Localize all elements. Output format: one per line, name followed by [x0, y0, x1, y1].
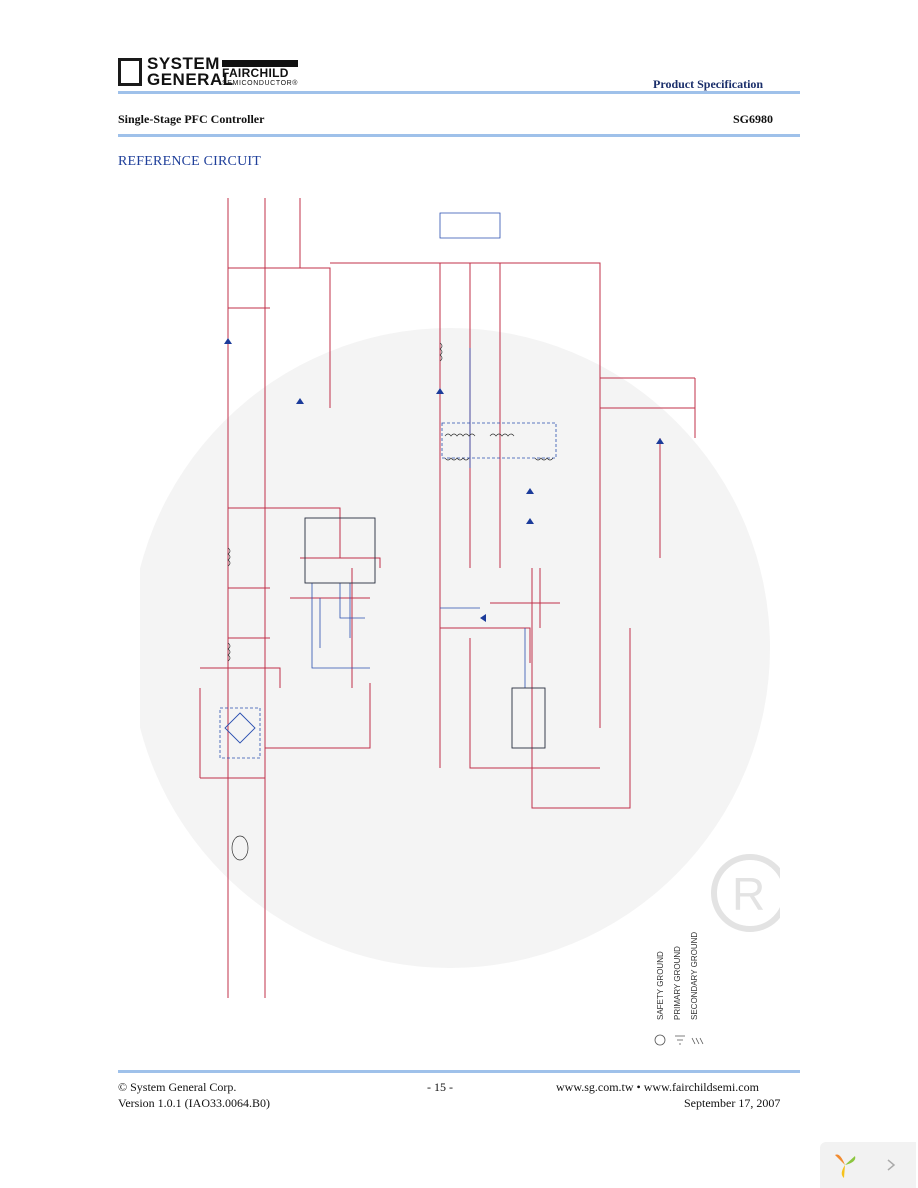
footer-date: September 17, 2007	[684, 1096, 781, 1110]
footer-rule	[118, 1070, 800, 1073]
gate-driver-ic-u2	[511, 687, 546, 749]
ground-legend-symbols	[654, 1034, 704, 1046]
footer-version: Version 1.0.1 (IAO33.0064.B0)	[118, 1096, 270, 1110]
product-specification-label: Product Specification	[653, 77, 764, 91]
document-subtitle: Single-Stage PFC Controller	[118, 112, 265, 126]
inductor-symbols	[227, 342, 554, 861]
viewer-logo-icon	[835, 1154, 856, 1178]
fairchild-logo-text: FAIRCHILD	[222, 66, 289, 80]
controller-ic-u4	[304, 517, 376, 584]
logo-text-general: GENERAL	[147, 70, 234, 89]
header-rule-bottom	[118, 134, 800, 137]
sg-logo-mark	[118, 58, 142, 86]
legend-primary-ground: PRIMARY GROUND	[673, 946, 682, 1020]
legend-secondary-ground: SECONDARY GROUND	[690, 932, 699, 1020]
fairchild-semiconductor-text: SEMICONDUCTOR®	[222, 80, 299, 87]
footer-urls[interactable]: www.sg.com.tw • www.fairchildsemi.com	[556, 1080, 759, 1094]
footer-copyright: © System General Corp.	[118, 1080, 237, 1094]
part-number: SG6980	[733, 112, 774, 126]
next-page-chevron-icon[interactable]	[884, 1157, 898, 1173]
reference-circuit-schematic: R	[140, 198, 780, 1046]
header-rule-top	[118, 91, 800, 94]
registered-watermark-letter: R	[732, 868, 765, 920]
viewer-nav-widget	[820, 1142, 916, 1188]
footer-page-number: - 15 -	[427, 1080, 453, 1094]
legend-safety-ground: SAFETY GROUND	[656, 951, 665, 1020]
bridge-rectifier	[224, 712, 256, 744]
logo-text-system: SYSTEM	[147, 54, 220, 73]
diode-symbols	[224, 338, 664, 622]
section-title: REFERENCE CIRCUIT	[118, 154, 262, 169]
watermark-circle	[140, 328, 770, 968]
registered-watermark	[711, 854, 780, 932]
fairchild-logo-bar	[222, 60, 298, 67]
